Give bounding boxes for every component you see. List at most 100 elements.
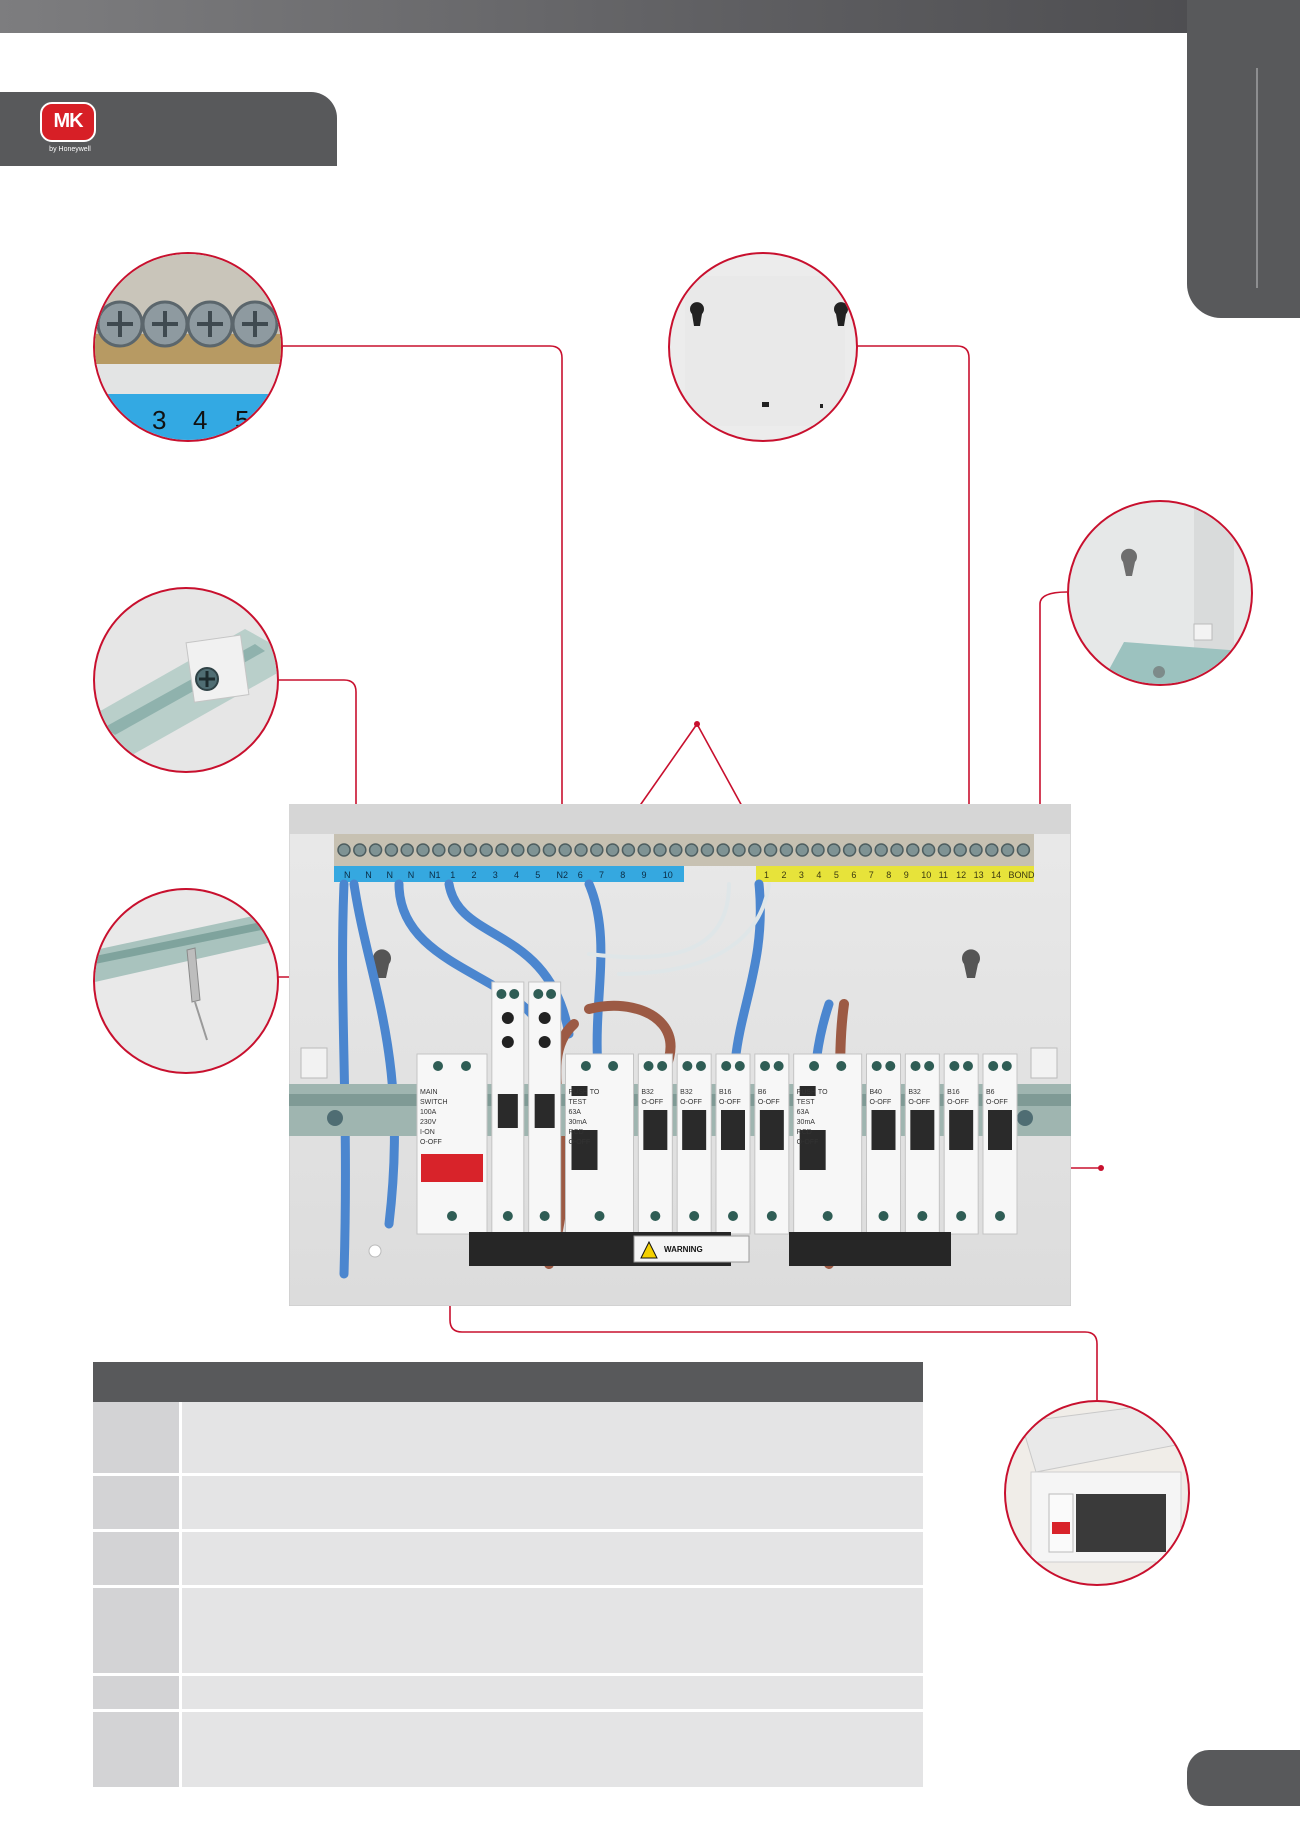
terminal-screw — [353, 843, 367, 857]
device-toggle[interactable] — [759, 1110, 784, 1150]
rcd-test-button[interactable] — [799, 1086, 816, 1096]
device-terminal-screw — [1001, 1061, 1012, 1071]
terminal-screw — [337, 843, 351, 857]
table-row — [93, 1474, 923, 1532]
mounting-block — [1030, 1047, 1058, 1079]
device-terminal-screw — [962, 1061, 973, 1071]
terminal-screw — [906, 843, 920, 857]
terminal-screw — [669, 843, 683, 857]
keyhole-icon — [373, 949, 391, 978]
indicator-window — [538, 1036, 551, 1048]
device-terminal-screw — [995, 1211, 1005, 1221]
device-toggle[interactable] — [799, 1130, 826, 1170]
device-toggle[interactable] — [910, 1110, 935, 1150]
device-toggle[interactable] — [721, 1110, 745, 1150]
device-terminal-screw — [608, 1061, 619, 1071]
device-terminal-screw — [594, 1211, 605, 1221]
terminal-screw — [779, 843, 794, 857]
device-label: 63A — [797, 1109, 810, 1116]
main-switch-toggle[interactable] — [421, 1154, 483, 1182]
terminal-screw — [1000, 843, 1015, 857]
device-toggle[interactable] — [949, 1110, 974, 1150]
neutral-label: 1 — [450, 870, 455, 880]
terminal-screw — [795, 843, 809, 857]
earth-label: 8 — [886, 870, 891, 880]
terminal-screw — [400, 843, 414, 857]
device-label: B6 — [758, 1089, 767, 1096]
closeup-terminal-block: 3 4 5 — [93, 252, 283, 442]
device-label: O-OFF — [947, 1099, 969, 1106]
terminal-screw — [432, 843, 446, 857]
device-toggle[interactable] — [571, 1130, 598, 1170]
device-body — [416, 1053, 488, 1235]
leader-main-switch — [449, 1230, 1098, 1400]
device-terminal-screw — [433, 1061, 443, 1071]
leader-dot-bus-cover — [1098, 1165, 1104, 1171]
device-toggle[interactable] — [534, 1094, 555, 1128]
device-label: TEST — [569, 1099, 588, 1106]
rcd-test-button[interactable] — [571, 1086, 588, 1096]
terminal-screw — [637, 843, 651, 857]
device-label: O-OFF — [680, 1099, 702, 1106]
terminal-screw — [748, 843, 762, 857]
terminal-screw — [511, 843, 525, 857]
terminal-screw — [605, 843, 620, 857]
device-spd-2[interactable] — [528, 981, 562, 1235]
device-terminal-screw — [885, 1061, 896, 1071]
page-number-tab — [1187, 1750, 1300, 1806]
device-terminal-screw — [546, 989, 557, 999]
terminal-screws — [337, 843, 1031, 857]
device-toggle[interactable] — [682, 1110, 707, 1150]
device-label: O-OFF — [641, 1099, 663, 1106]
device-label: 63A — [569, 1109, 582, 1116]
keyhole-icon — [961, 949, 980, 978]
terminal-screw — [858, 843, 873, 857]
device-mcb-b6-1[interactable]: B6O-OFF — [754, 1053, 790, 1235]
warning-label — [633, 1235, 750, 1263]
screw-icon — [1017, 1110, 1033, 1126]
device-terminal-screw — [878, 1211, 889, 1221]
earth-label: 13 — [974, 870, 984, 880]
terminal-screw — [684, 843, 699, 857]
device-terminal-screw — [728, 1211, 738, 1221]
neutral-label: N — [365, 870, 372, 880]
neutral-bar — [334, 866, 684, 882]
device-label: B40 — [870, 1089, 883, 1096]
device-terminal-screw — [949, 1061, 960, 1071]
terminal-label-3: 3 — [152, 405, 166, 435]
spec-table — [93, 1362, 923, 1790]
terminal-screw — [985, 843, 999, 857]
device-label: O-OFF — [797, 1139, 819, 1146]
device-mcb-b6-2[interactable]: B6O-OFF — [982, 1053, 1018, 1235]
device-label: 30mA — [569, 1119, 588, 1126]
device-label: I-ON — [420, 1129, 435, 1136]
device-spd-1[interactable] — [491, 981, 525, 1235]
neutral-label: 8 — [620, 870, 625, 880]
device-terminal-screw — [682, 1061, 693, 1071]
table-row — [93, 1710, 923, 1790]
device-terminal-screw — [496, 989, 507, 999]
device-toggle[interactable] — [871, 1110, 896, 1150]
side-tab-divider — [1256, 68, 1258, 288]
device-terminal-screw — [533, 989, 544, 999]
earth-label: 9 — [904, 870, 909, 880]
device-label: O-OFF — [870, 1099, 892, 1106]
device-toggle[interactable] — [988, 1110, 1012, 1150]
neutral-label: N — [344, 870, 351, 880]
device-toggle[interactable] — [497, 1094, 518, 1128]
neutral-label: 4 — [514, 870, 519, 880]
top-banner — [0, 0, 1300, 33]
earth-label: 6 — [851, 870, 856, 880]
terminal-screw — [542, 843, 557, 857]
leader-dot-cable-entry — [694, 721, 700, 727]
device-toggle[interactable] — [643, 1110, 668, 1150]
